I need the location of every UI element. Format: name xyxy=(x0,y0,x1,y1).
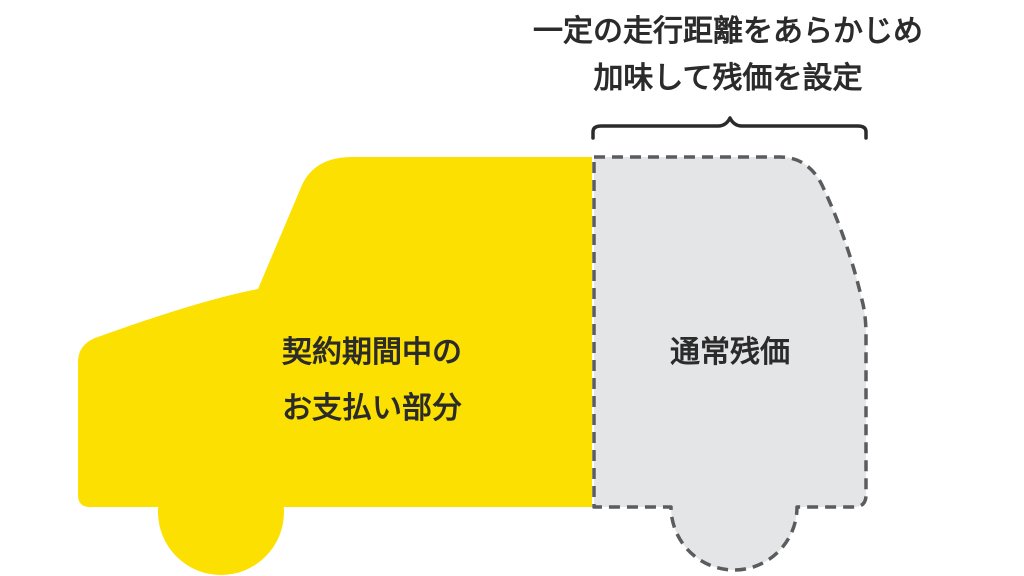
residual-label: 通常残価 xyxy=(670,335,790,370)
car-body-right xyxy=(592,155,868,572)
payment-label-line-2: お支払い部分 xyxy=(282,391,462,426)
payment-label-line-1: 契約期間中の xyxy=(282,335,462,370)
annotation-line-2: 加味して残価を設定 xyxy=(593,61,862,96)
residual-section xyxy=(592,155,868,572)
payment-section xyxy=(78,157,592,575)
annotation-line-1: 一定の走行距離をあらかじめ xyxy=(533,14,923,49)
annotation-brace xyxy=(591,116,868,140)
car-body-left xyxy=(78,157,592,507)
